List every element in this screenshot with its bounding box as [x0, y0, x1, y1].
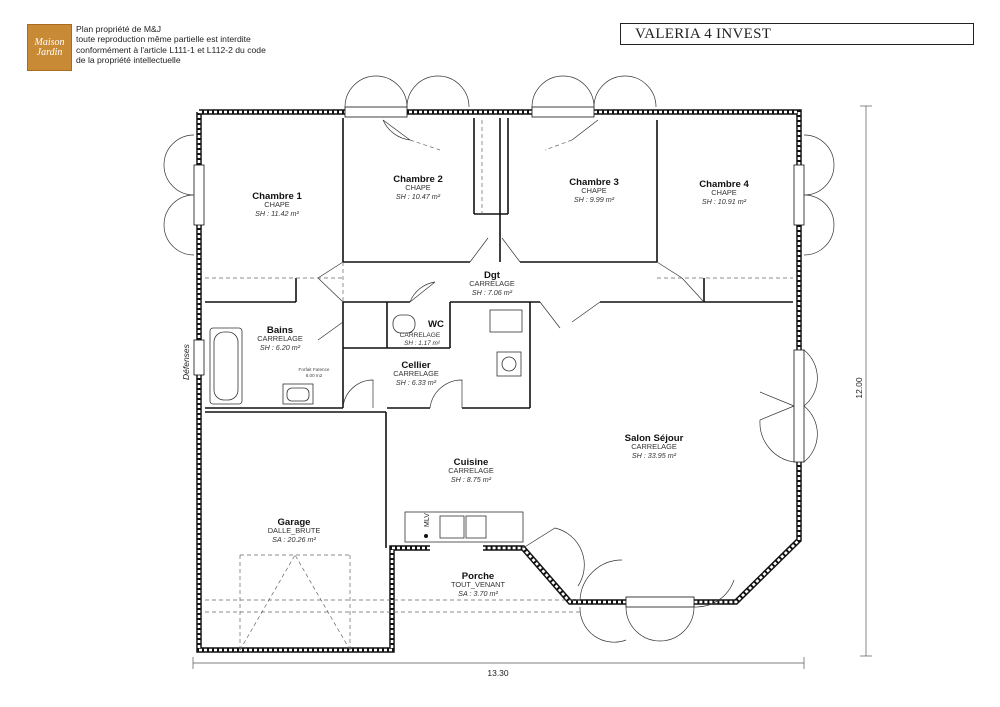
room-area: SA : 20.26 m²	[272, 535, 316, 544]
room-name: Chambre 4	[699, 179, 749, 190]
room-chambre-3: Chambre 3 CHAPE SH : 9.99 m²	[569, 177, 619, 204]
room-material: CARRELAGE	[400, 332, 441, 339]
room-name: Cellier	[401, 360, 431, 371]
room-material: CHAPE	[711, 188, 737, 197]
room-material: CHAPE	[405, 183, 431, 192]
room-cellier: Cellier CARRELAGE SH : 6.33 m²	[393, 360, 439, 387]
washbasin	[282, 383, 314, 405]
logo-text-1: Maison	[34, 36, 65, 48]
maison-jardin-logo: Maison Jardin	[27, 24, 72, 71]
defenses-label: Défenses	[181, 343, 191, 380]
room-material: CARRELAGE	[448, 466, 494, 475]
room-name: Salon Séjour	[625, 433, 684, 444]
room-chambre-1: Chambre 1 CHAPE SH : 11.42 m²	[252, 191, 302, 218]
toilet	[392, 314, 416, 334]
room-material: CARRELAGE	[469, 279, 515, 288]
room-material: TOUT_VENANT	[451, 580, 506, 589]
interior-walls	[205, 118, 793, 548]
room-material: CHAPE	[581, 186, 607, 195]
room-name: Chambre 2	[393, 174, 443, 185]
mlv-label: MLV	[424, 513, 431, 527]
room-dgt: Dgt CARRELAGE SH : 7.06 m²	[469, 270, 515, 297]
room-material: CARRELAGE	[631, 442, 677, 451]
windows	[163, 75, 835, 643]
room-area: SH : 1.17 m²	[404, 340, 441, 347]
room-area: SH : 6.20 m²	[260, 343, 301, 352]
room-material: CARRELAGE	[257, 334, 303, 343]
room-porche: Porche TOUT_VENANT SA : 3.70 m²	[451, 571, 506, 598]
room-cuisine: Cuisine CARRELAGE SH : 8.75 m²	[448, 457, 494, 484]
room-area: SH : 6.33 m²	[396, 378, 437, 387]
room-name: WC	[428, 319, 444, 330]
counter	[489, 309, 523, 333]
notice-line-3: conformément à l'article L111-1 et L112-…	[76, 44, 266, 55]
project-title: VALERIA 4 INVEST	[635, 26, 772, 42]
projection-lines	[205, 120, 793, 651]
logo-text-2: Jardin	[36, 46, 63, 58]
room-area: SH : 9.99 m²	[574, 195, 615, 204]
room-name: Chambre 3	[569, 177, 619, 188]
dimension-height: 12.00	[854, 105, 872, 657]
faience-note: Forfait Faïence	[299, 367, 330, 372]
kitchen-sink	[439, 515, 465, 539]
notice-line-2: toute reproduction même partielle est in…	[76, 34, 251, 45]
room-area: SH : 10.91 m²	[702, 197, 747, 206]
fixtures	[209, 309, 524, 543]
copyright-notice: Plan propriété de M&J toute reproduction…	[76, 24, 266, 66]
notice-line-1: Plan propriété de M&J	[76, 24, 162, 34]
room-area: SH : 7.06 m²	[472, 288, 513, 297]
width-dimension: 13.30	[487, 668, 509, 678]
room-area: SA : 3.70 m²	[458, 589, 498, 598]
room-area: SH : 8.75 m²	[451, 475, 492, 484]
appliance	[496, 351, 522, 377]
room-material: CHAPE	[264, 200, 290, 209]
room-name: Dgt	[484, 270, 501, 281]
kitchen-counter	[404, 511, 524, 543]
room-name: Bains	[267, 325, 293, 336]
height-dimension: 12.00	[854, 377, 864, 399]
room-material: CARRELAGE	[393, 369, 439, 378]
door-swings	[317, 119, 705, 587]
project-title-box: VALERIA 4 INVEST	[620, 23, 974, 45]
room-bains: Bains CARRELAGE SH : 6.20 m² Forfait Faï…	[257, 325, 330, 378]
room-area: SH : 11.42 m²	[255, 209, 299, 218]
room-area: SH : 10.47 m²	[396, 192, 441, 201]
room-garage: Garage DALLE_BRUTE SA : 20.26 m²	[268, 517, 321, 544]
room-chambre-2: Chambre 2 CHAPE SH : 10.47 m²	[393, 174, 443, 201]
notice-line-4: de la propriété intellectuelle	[76, 55, 181, 66]
room-name: Chambre 1	[252, 191, 302, 202]
room-material: DALLE_BRUTE	[268, 526, 321, 535]
room-name: Garage	[277, 517, 310, 528]
room-chambre-4: Chambre 4 CHAPE SH : 10.91 m²	[699, 179, 749, 206]
dimension-width: 13.30	[192, 657, 805, 678]
room-salon-sejour: Salon Séjour CARRELAGE SH : 33.95 m²	[625, 433, 684, 460]
room-name: Porche	[462, 571, 495, 582]
faience-area: 6.00 m2	[306, 373, 323, 378]
exterior-walls	[196, 109, 802, 653]
bathtub	[209, 327, 243, 405]
room-area: SH : 33.95 m²	[632, 451, 677, 460]
room-wc: WC CARRELAGE SH : 1.17 m²	[400, 319, 444, 347]
room-name: Cuisine	[454, 457, 489, 468]
